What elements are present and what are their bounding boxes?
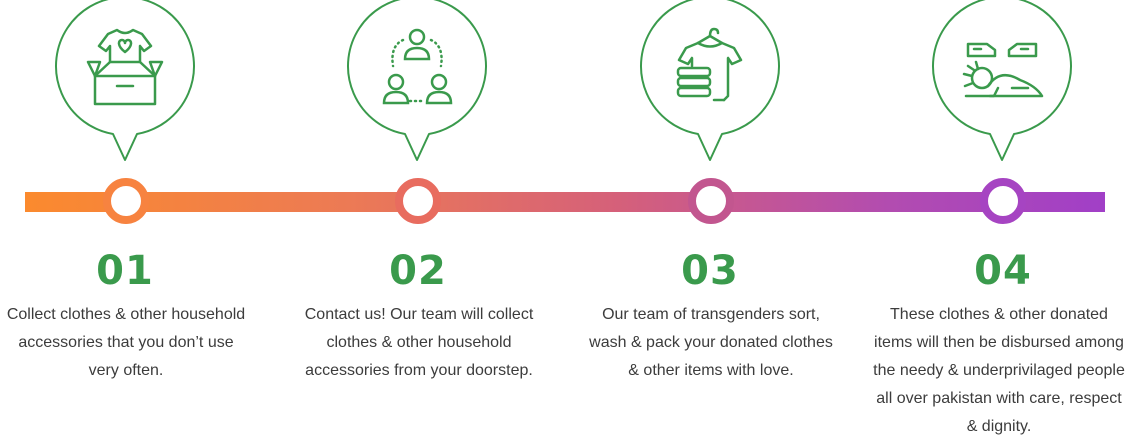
step-3-bubble <box>640 0 780 162</box>
step-1-bubble <box>55 0 195 162</box>
timeline-node-4 <box>980 178 1026 224</box>
step-4-line: & dignity. <box>966 418 1032 435</box>
folded-clothes-icon <box>676 27 743 102</box>
step-4-line: items will then be disbursed among <box>874 334 1124 351</box>
timeline-node-3 <box>688 178 734 224</box>
needy-person-icon <box>962 42 1044 98</box>
step-1-number: 01 <box>96 248 154 294</box>
step-1-line: accessories that you don’t use <box>18 334 234 351</box>
step-4-line: all over pakistan with care, respect <box>876 390 1122 407</box>
timeline-node-1 <box>103 178 149 224</box>
step-3-line: Our team of transgenders sort, <box>602 306 820 323</box>
step-2-description: Contact us! Our team will collect clothe… <box>284 301 554 385</box>
donation-box-icon <box>86 28 164 106</box>
step-3-description: Our team of transgenders sort, wash & pa… <box>576 301 846 385</box>
timeline-node-2 <box>395 178 441 224</box>
step-2-line: accessories from your doorstep. <box>305 362 533 379</box>
step-2-line: clothes & other household <box>326 334 512 351</box>
step-4-bubble <box>932 0 1072 162</box>
step-3-line: wash & pack your donated clothes <box>589 334 833 351</box>
step-1-line: Collect clothes & other household <box>6 306 246 323</box>
step-4-line: the needy & underprivilaged people <box>873 362 1125 379</box>
step-4-number: 04 <box>974 248 1032 294</box>
timeline-bar <box>25 192 1105 212</box>
step-2-bubble <box>347 0 487 162</box>
step-3-number: 03 <box>681 248 739 294</box>
step-1-description: Collect clothes & other household access… <box>0 301 261 385</box>
step-4-description: These clothes & other donated items will… <box>864 301 1134 441</box>
step-2-number: 02 <box>389 248 447 294</box>
step-3-line: & other items with love. <box>628 362 794 379</box>
step-4-line: These clothes & other donated <box>890 306 1108 323</box>
step-1-line: very often. <box>88 362 164 379</box>
team-network-icon <box>382 28 453 105</box>
step-2-line: Contact us! Our team will collect <box>304 306 534 323</box>
